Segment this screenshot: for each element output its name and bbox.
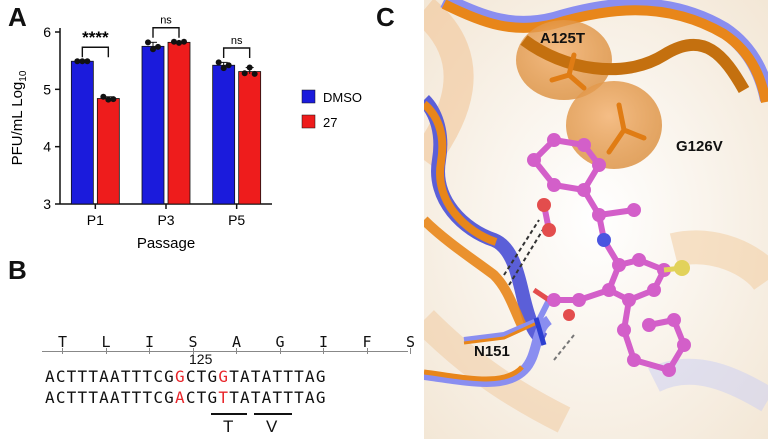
ruler-tick <box>105 348 107 354</box>
label-g126v: G126V <box>676 138 723 155</box>
bar-chart: 3 4 5 6P1 P3 P5 **** ns ns DMSO 27 Passage PFU/mL… <box>9 15 362 252</box>
y-axis-title: PFU/mL Log10 <box>9 70 29 165</box>
x-tick-label: P5 <box>228 212 245 228</box>
mutation-base: A <box>175 388 186 407</box>
panel-letter-a: A <box>8 2 27 32</box>
ruler-tick <box>149 348 150 354</box>
amino-acid: I <box>145 333 155 351</box>
data-point <box>171 38 177 45</box>
data-point <box>110 96 117 103</box>
data-point <box>241 70 248 77</box>
y-axis-title-subscript: 10 <box>18 70 29 82</box>
significance-label: ns <box>160 15 172 27</box>
mutation-base: G <box>175 367 186 386</box>
substitution-v: V <box>266 417 278 436</box>
y-tick-label: 5 <box>43 81 51 97</box>
sequence-segment: ACTTTAATTTCG <box>45 388 175 407</box>
significance-bracket <box>81 46 110 58</box>
alignment-ruler <box>42 351 408 352</box>
ruler-tick <box>62 348 63 354</box>
x-tick-label: P1 <box>87 212 104 228</box>
ruler-tick <box>410 348 411 354</box>
panel-letter-b: B <box>8 255 27 285</box>
mutation-base: G <box>218 367 230 386</box>
data-point <box>220 65 227 72</box>
ruler-tick <box>366 348 368 354</box>
amino-acid: G <box>275 333 285 351</box>
data-point <box>150 46 156 53</box>
data-point <box>105 96 112 103</box>
legend-swatch <box>301 89 316 104</box>
amino-acid: L <box>101 333 111 351</box>
wildtype-sequence: ACTTTAATTTCGGCTGGTATATTTAG <box>45 367 327 386</box>
sequence-segment: TATATTTAG <box>229 367 327 386</box>
data-point <box>251 70 258 77</box>
legend-label: 27 <box>323 115 337 130</box>
significance-bracket <box>152 27 180 38</box>
underline-t <box>211 413 247 415</box>
label-a125t: A125T <box>540 30 586 47</box>
sequence-segment: ACTTTAATTTCG <box>45 367 175 386</box>
panel-letter-c: C <box>376 2 395 32</box>
data-point <box>74 58 81 65</box>
mutant-sequence: ACTTTAATTTCGACTGTTATATTTAG <box>45 388 327 407</box>
sequence-segment: CTG <box>185 367 219 386</box>
protein-structure: A125T G126V N151 <box>424 0 768 439</box>
bar <box>238 71 262 205</box>
y-tick-label: 3 <box>43 196 51 212</box>
mutation-base: T <box>218 388 230 407</box>
underline-v <box>254 413 292 415</box>
amino-acid: F <box>362 333 372 351</box>
bar <box>70 60 94 205</box>
data-point <box>225 62 232 69</box>
data-point <box>155 43 161 50</box>
x-tick-label: P3 <box>157 212 174 228</box>
amino-acid: T <box>58 333 68 351</box>
data-point <box>181 38 187 45</box>
sequence-segment: CTG <box>185 388 219 407</box>
data-point <box>215 59 222 66</box>
significance-label: **** <box>82 28 109 47</box>
bar <box>141 45 165 205</box>
x-axis-title: Passage <box>137 235 195 252</box>
data-point <box>84 58 91 65</box>
ruler-tick <box>192 348 194 354</box>
amino-acid: S <box>188 333 198 351</box>
data-point <box>246 64 253 71</box>
amino-acid: A <box>232 333 242 351</box>
y-tick-label: 6 <box>43 24 51 40</box>
label-n151: N151 <box>474 343 510 360</box>
position-label: 125 <box>189 351 213 367</box>
sequence-segment: TATATTTAG <box>229 388 327 407</box>
ruler-tick <box>323 348 324 354</box>
ruler-tick <box>236 348 237 354</box>
data-point <box>145 39 151 46</box>
data-point <box>100 93 107 100</box>
significance-label: ns <box>231 35 243 47</box>
data-point <box>176 39 182 46</box>
legend-label: DMSO <box>323 90 362 105</box>
bar <box>167 41 191 205</box>
amino-acid: S <box>406 333 416 351</box>
data-point <box>79 58 86 65</box>
substitution-t: T <box>223 417 234 436</box>
y-tick-label: 4 <box>43 139 51 155</box>
ruler-tick <box>279 348 281 354</box>
structure-drawing <box>424 0 768 439</box>
bar <box>212 64 236 205</box>
legend-swatch <box>301 114 316 129</box>
bar <box>96 98 120 205</box>
amino-acid: I <box>319 333 329 351</box>
significance-bracket <box>222 47 251 58</box>
